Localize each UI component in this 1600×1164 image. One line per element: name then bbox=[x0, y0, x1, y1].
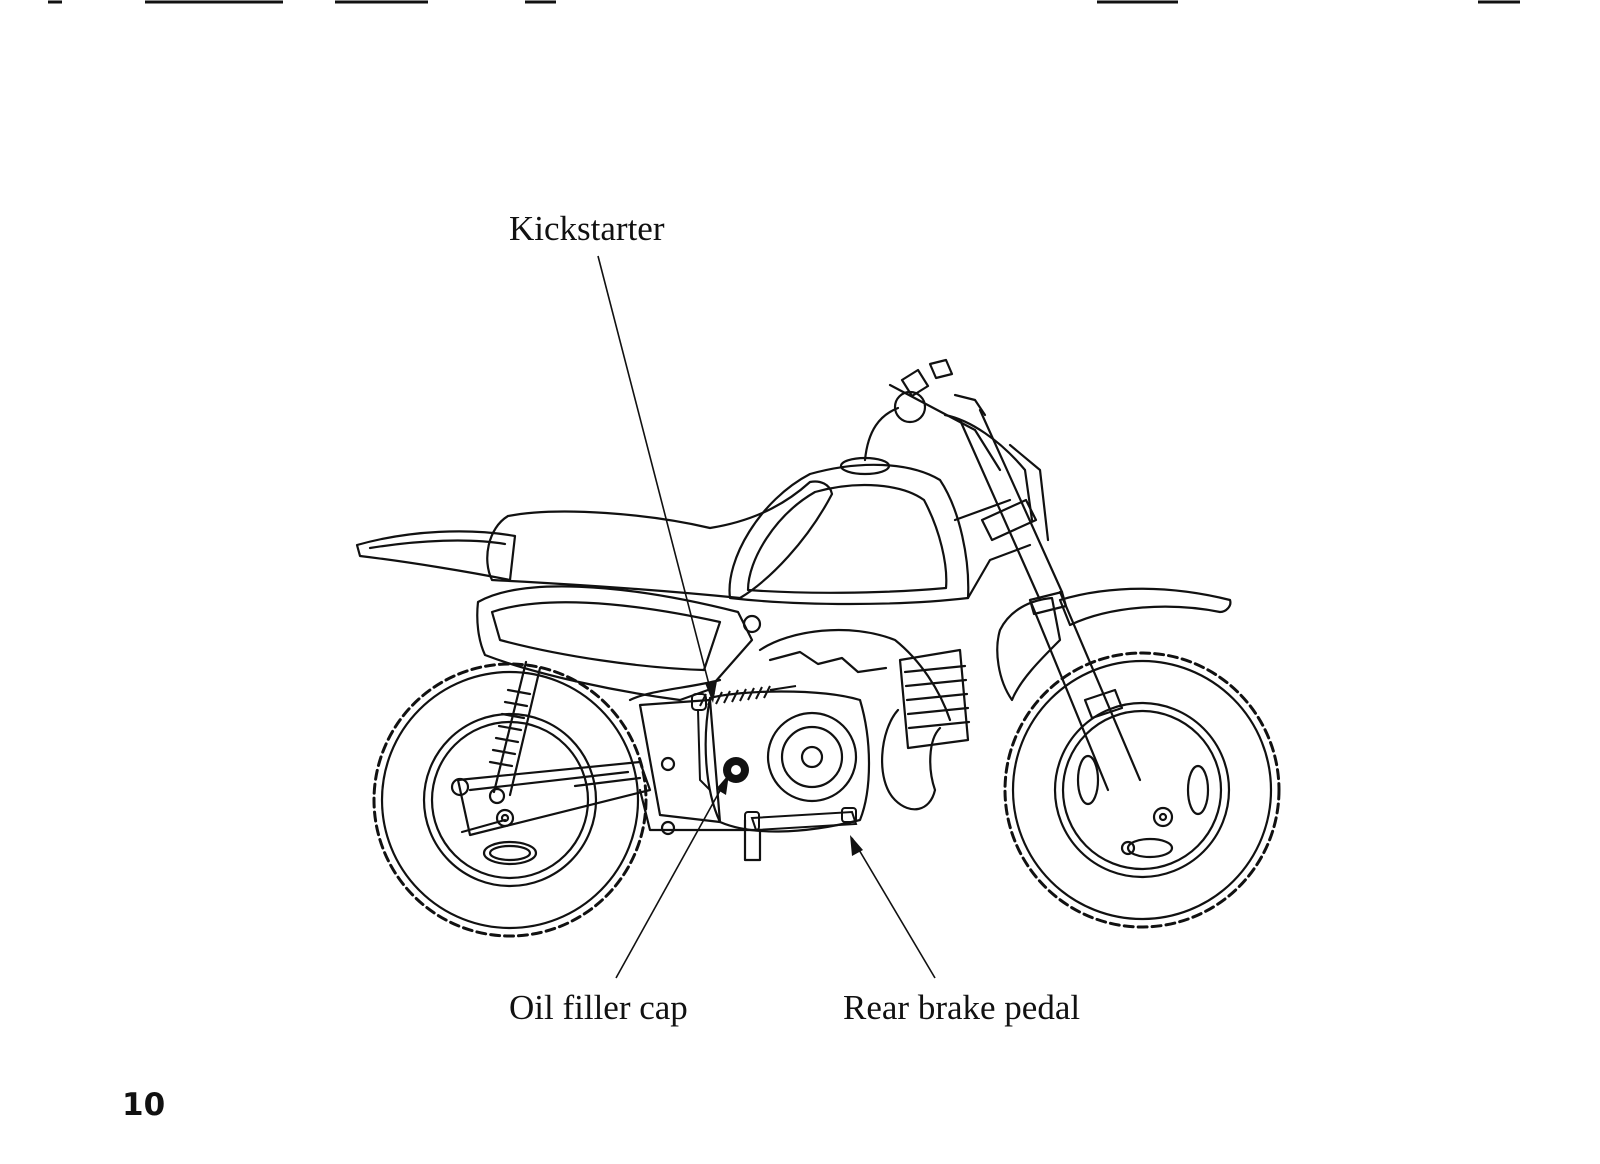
page-number: 10 bbox=[122, 1087, 166, 1123]
seat bbox=[486, 480, 834, 600]
front-fork bbox=[958, 408, 1142, 792]
rear-brake-pedal-leader-line bbox=[851, 837, 936, 979]
oil-filler-cap-callout-label: Oil filler cap bbox=[509, 988, 688, 1027]
fuel-tank bbox=[728, 463, 970, 606]
header-scan-marks bbox=[48, 0, 1520, 4]
oil-filler-cap-part bbox=[723, 757, 749, 783]
oil-filler-cap-arrowhead bbox=[716, 774, 729, 795]
engine bbox=[638, 614, 971, 836]
front-wheel bbox=[1003, 651, 1281, 929]
exhaust-pipe bbox=[880, 708, 942, 811]
front-fender bbox=[1058, 587, 1232, 627]
swingarm bbox=[456, 760, 652, 837]
side-panel bbox=[476, 585, 754, 702]
kickstarter-arrowhead bbox=[705, 681, 717, 703]
rear-shock bbox=[488, 660, 542, 805]
rear-brake-pedal-part bbox=[744, 807, 858, 832]
kickstarter-leader-line bbox=[597, 255, 714, 701]
rear-wheel bbox=[372, 662, 648, 938]
rear-brake-pedal-arrowhead bbox=[850, 835, 863, 856]
kickstarter-part bbox=[691, 685, 797, 791]
rear-brake-pedal-callout-label: Rear brake pedal bbox=[843, 988, 1081, 1027]
oil-filler-cap-leader-line bbox=[615, 777, 728, 979]
callout-leaders bbox=[597, 255, 936, 979]
handlebar bbox=[888, 358, 1050, 542]
kickstarter-callout-label: Kickstarter bbox=[509, 209, 665, 248]
